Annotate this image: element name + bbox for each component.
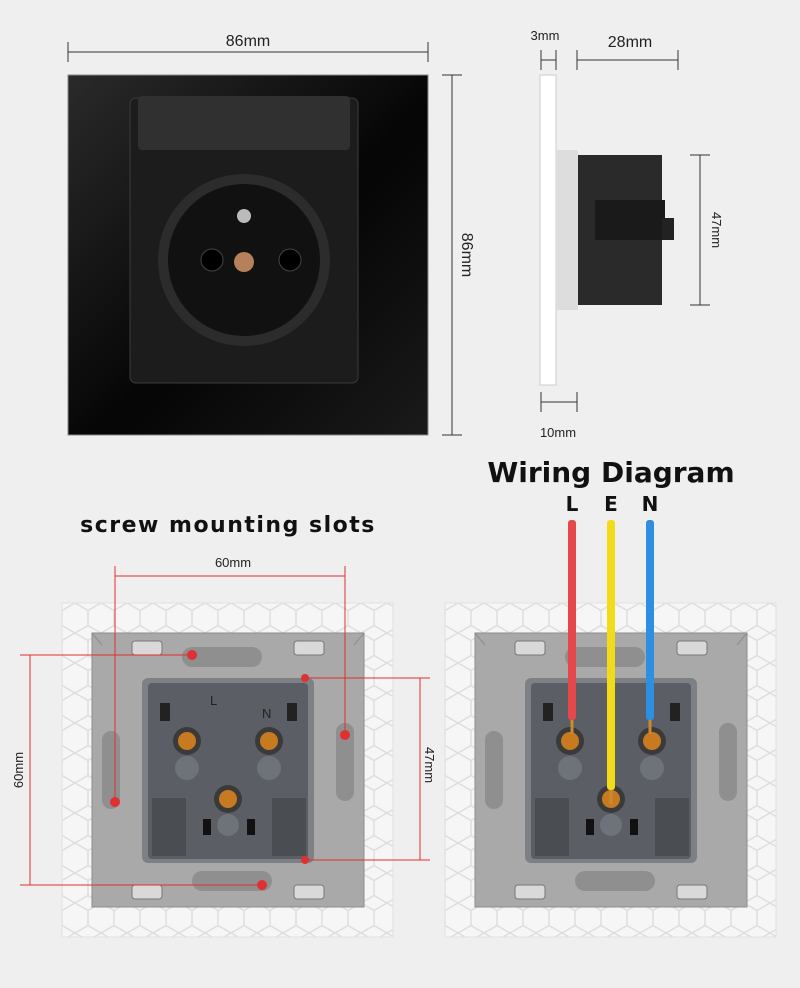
wire-label-e: E xyxy=(604,492,618,516)
wire-core xyxy=(609,790,613,804)
terminal-label-l: L xyxy=(210,693,217,708)
plate-thickness-label: 3mm xyxy=(531,28,560,43)
terminal-label-n: N xyxy=(262,706,271,721)
wire-label-l: L xyxy=(566,492,579,516)
wiring-diagram: Wiring Diagram L E N xyxy=(444,456,777,938)
wire-e xyxy=(607,520,615,790)
wire-l xyxy=(568,520,576,720)
front-height-label: 86mm xyxy=(458,233,475,277)
mounting-diagram: screw mounting slots L N 60mm 60mm 47mm xyxy=(11,513,437,938)
side-view: 3mm 28mm 47mm 10mm xyxy=(531,28,724,440)
depth-label: 28mm xyxy=(608,34,652,51)
horizontal-spacing-label: 60mm xyxy=(215,555,251,570)
flange-label: 10mm xyxy=(540,425,576,440)
wiring-title: Wiring Diagram xyxy=(487,456,734,489)
wire-n xyxy=(646,520,654,720)
front-view: 86mm 86mm xyxy=(67,33,475,436)
vertical-spacing-label: 60mm xyxy=(11,752,26,788)
mounting-title: screw mounting slots xyxy=(80,513,376,538)
wire-core xyxy=(648,720,652,734)
wire-label-n: N xyxy=(642,492,659,516)
body-height-label: 47mm xyxy=(709,212,724,248)
front-width-label: 86mm xyxy=(226,33,270,50)
module-height-label: 47mm xyxy=(422,747,437,783)
wire-core xyxy=(570,720,574,734)
